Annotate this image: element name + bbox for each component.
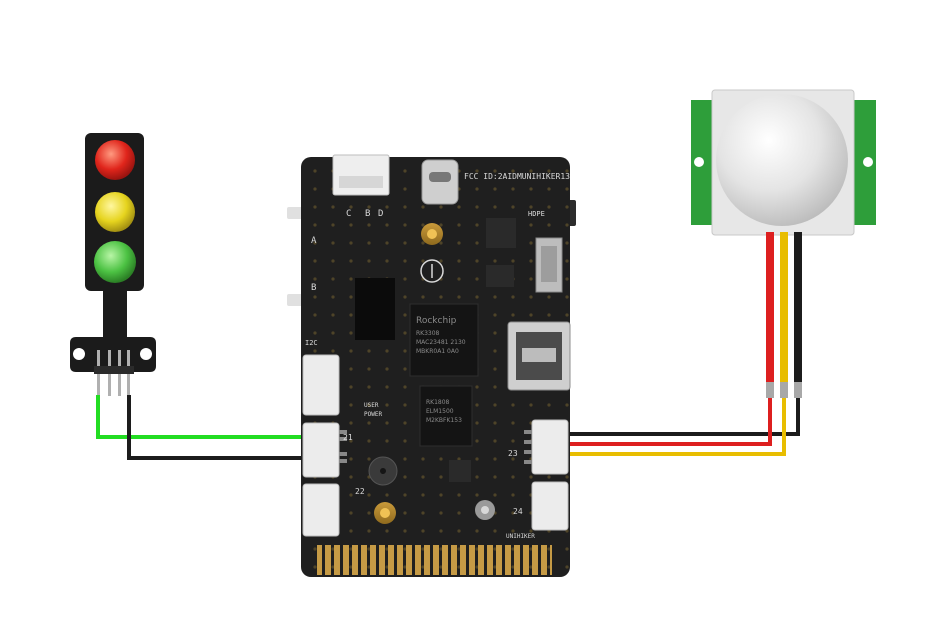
pir-dome: [716, 94, 848, 226]
coprocessor-chip: [419, 385, 473, 447]
pir-hole-right: [863, 157, 873, 167]
left-connectors: [302, 354, 347, 537]
unihiker-label: UNIHIKER: [506, 533, 535, 540]
pir-hole-left: [694, 157, 704, 167]
label-c: C: [346, 209, 351, 219]
wire-black-gnd-right: [540, 398, 800, 436]
soc-brand: Rockchip: [416, 316, 457, 326]
connector-left-2: [302, 422, 340, 478]
connector-left-1: [302, 354, 340, 416]
unihiker-board: FCC ID:2AIDMUNIHIKER13 C B D HDPE A B I2…: [287, 154, 576, 577]
wires: [96, 395, 800, 460]
button-b-cap[interactable]: [287, 294, 305, 306]
svg-text:MAC23481 2130: MAC23481 2130: [416, 339, 466, 346]
traffic-light-module: [70, 133, 156, 396]
traffic-light-stem: [103, 288, 127, 344]
label-button-a: A: [311, 236, 317, 246]
pin-22-label: 22: [355, 487, 365, 496]
pin-23-label: 23: [508, 449, 518, 458]
pir-pins: [766, 232, 802, 398]
connector-right-2: [531, 481, 569, 531]
svg-text:RK3308: RK3308: [416, 330, 440, 337]
right-connectors: [524, 419, 569, 531]
wire-green-signal: [96, 395, 335, 439]
user-led-label: USER: [364, 402, 379, 409]
label-d: D: [378, 209, 383, 219]
red-led: [95, 140, 135, 180]
pin-21-label: 21: [343, 433, 353, 442]
label-i2c: I2C: [305, 339, 318, 347]
edge-connector: [317, 545, 552, 575]
pir-sensor-module: [691, 89, 876, 398]
pin-24-label: 24: [513, 507, 523, 516]
memory-chip: [355, 278, 395, 340]
label-b: B: [365, 209, 370, 219]
wire-yellow-signal: [540, 398, 786, 456]
power-led-label: POWER: [364, 411, 382, 418]
traffic-light-base: [70, 337, 156, 372]
connector-right-1: [531, 419, 569, 475]
small-chip-top: [486, 218, 516, 248]
top-connector: [332, 154, 390, 196]
green-led: [94, 241, 136, 283]
connector-left-3: [302, 483, 340, 537]
traffic-light-pins: [94, 350, 134, 396]
wire-red-vcc: [540, 398, 772, 446]
svg-text:MBKR0A1 0A0: MBKR0A1 0A0: [416, 348, 459, 355]
fcc-id-text: FCC ID:2AIDMUNIHIKER13: [464, 172, 570, 181]
mount-hole-right: [140, 348, 152, 360]
mount-hole-left: [73, 348, 85, 360]
label-button-b: B: [311, 283, 316, 293]
svg-text:M2KBFK153: M2KBFK153: [426, 417, 462, 424]
yellow-led: [95, 192, 135, 232]
unihiker-logo: [420, 259, 444, 283]
main-soc: [409, 303, 479, 377]
button-a-cap[interactable]: [287, 207, 305, 219]
hdpe-label: HDPE: [528, 210, 545, 218]
wire-black-gnd-left: [127, 395, 335, 460]
svg-text:RK1808: RK1808: [426, 399, 450, 406]
svg-text:ELM1500: ELM1500: [426, 408, 454, 415]
